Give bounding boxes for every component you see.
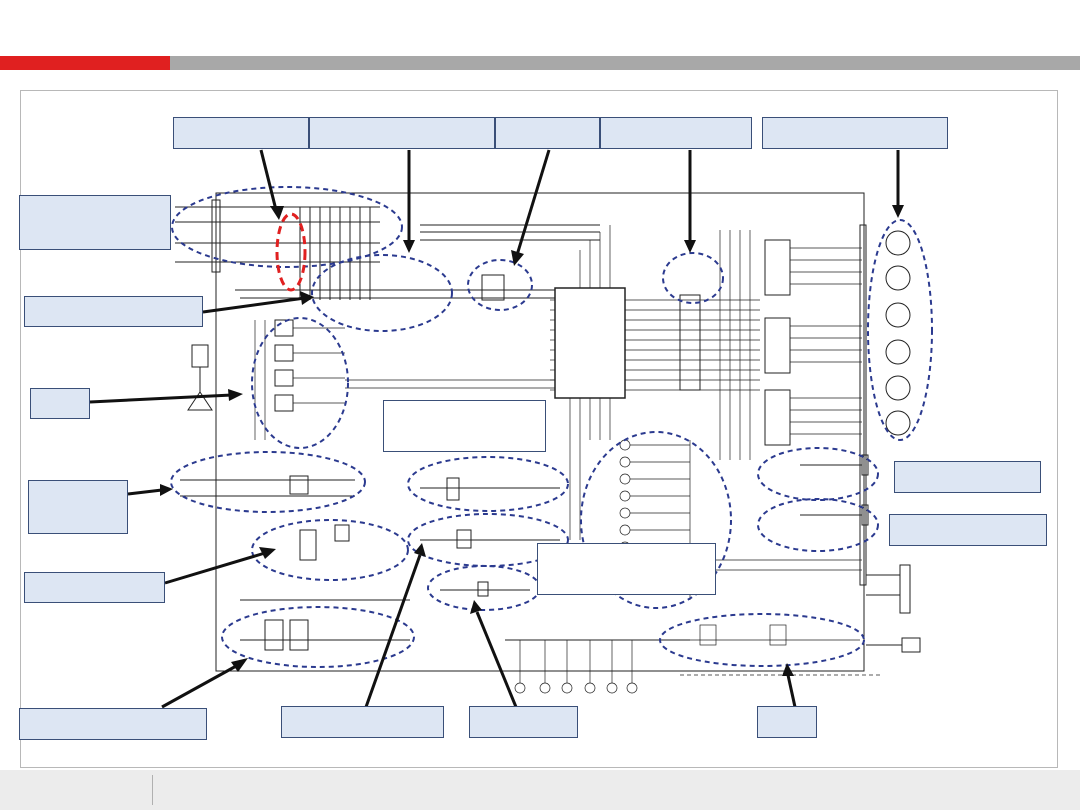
callout-top-5 bbox=[762, 117, 948, 149]
callout-top-4 bbox=[600, 117, 752, 149]
region-motors bbox=[867, 219, 933, 441]
title-accent-bar-red bbox=[0, 56, 170, 70]
callout-center-2 bbox=[537, 543, 716, 595]
callout-arrows bbox=[89, 149, 900, 709]
callout-left-3 bbox=[30, 388, 90, 419]
region-input-connector bbox=[171, 186, 403, 268]
callout-bottom-4 bbox=[757, 706, 817, 738]
callout-top-3 bbox=[495, 117, 600, 149]
region-buffer bbox=[662, 252, 724, 304]
region-sensor-3 bbox=[427, 565, 541, 611]
ic-buffer bbox=[679, 294, 701, 391]
callout-left-4 bbox=[28, 480, 128, 534]
mcu-chip bbox=[554, 287, 626, 399]
region-right-1 bbox=[757, 447, 879, 501]
arrow-heads bbox=[160, 205, 904, 676]
footer-divider bbox=[152, 775, 153, 805]
region-small-ic bbox=[467, 259, 533, 311]
callout-right-1 bbox=[894, 461, 1041, 493]
region-bottom-right bbox=[659, 613, 865, 667]
callout-bottom-1 bbox=[19, 708, 207, 740]
driver-ic-3 bbox=[764, 389, 791, 446]
callout-left-2 bbox=[24, 296, 203, 327]
region-sensor-2 bbox=[407, 513, 569, 567]
red-highlight-region bbox=[275, 212, 307, 292]
region-sensor-1 bbox=[407, 456, 569, 512]
board-outline bbox=[215, 192, 865, 672]
callout-center-1 bbox=[383, 400, 546, 452]
callout-top-1 bbox=[173, 117, 309, 149]
region-regulator bbox=[221, 606, 415, 668]
callout-top-2 bbox=[309, 117, 495, 149]
callout-bottom-3 bbox=[469, 706, 578, 738]
callout-bottom-2 bbox=[281, 706, 444, 738]
footer-bar bbox=[0, 770, 1080, 810]
dashed-regions bbox=[170, 186, 933, 668]
top-bus bbox=[299, 207, 371, 300]
right-connector bbox=[859, 224, 867, 586]
region-relays bbox=[251, 317, 349, 449]
region-io-block bbox=[311, 254, 453, 332]
callout-right-2 bbox=[889, 514, 1047, 546]
region-right-2 bbox=[757, 498, 879, 552]
region-power-input bbox=[170, 451, 366, 513]
callout-left-1 bbox=[19, 195, 171, 250]
driver-ic-2 bbox=[764, 317, 791, 374]
title-accent-bar-grey bbox=[170, 56, 1080, 70]
driver-ic-1 bbox=[764, 239, 791, 296]
region-transistors bbox=[580, 431, 732, 609]
ic-small-1 bbox=[481, 274, 505, 301]
diagram-frame bbox=[20, 90, 1058, 768]
region-power-supply bbox=[251, 519, 409, 581]
callout-left-5 bbox=[24, 572, 165, 603]
